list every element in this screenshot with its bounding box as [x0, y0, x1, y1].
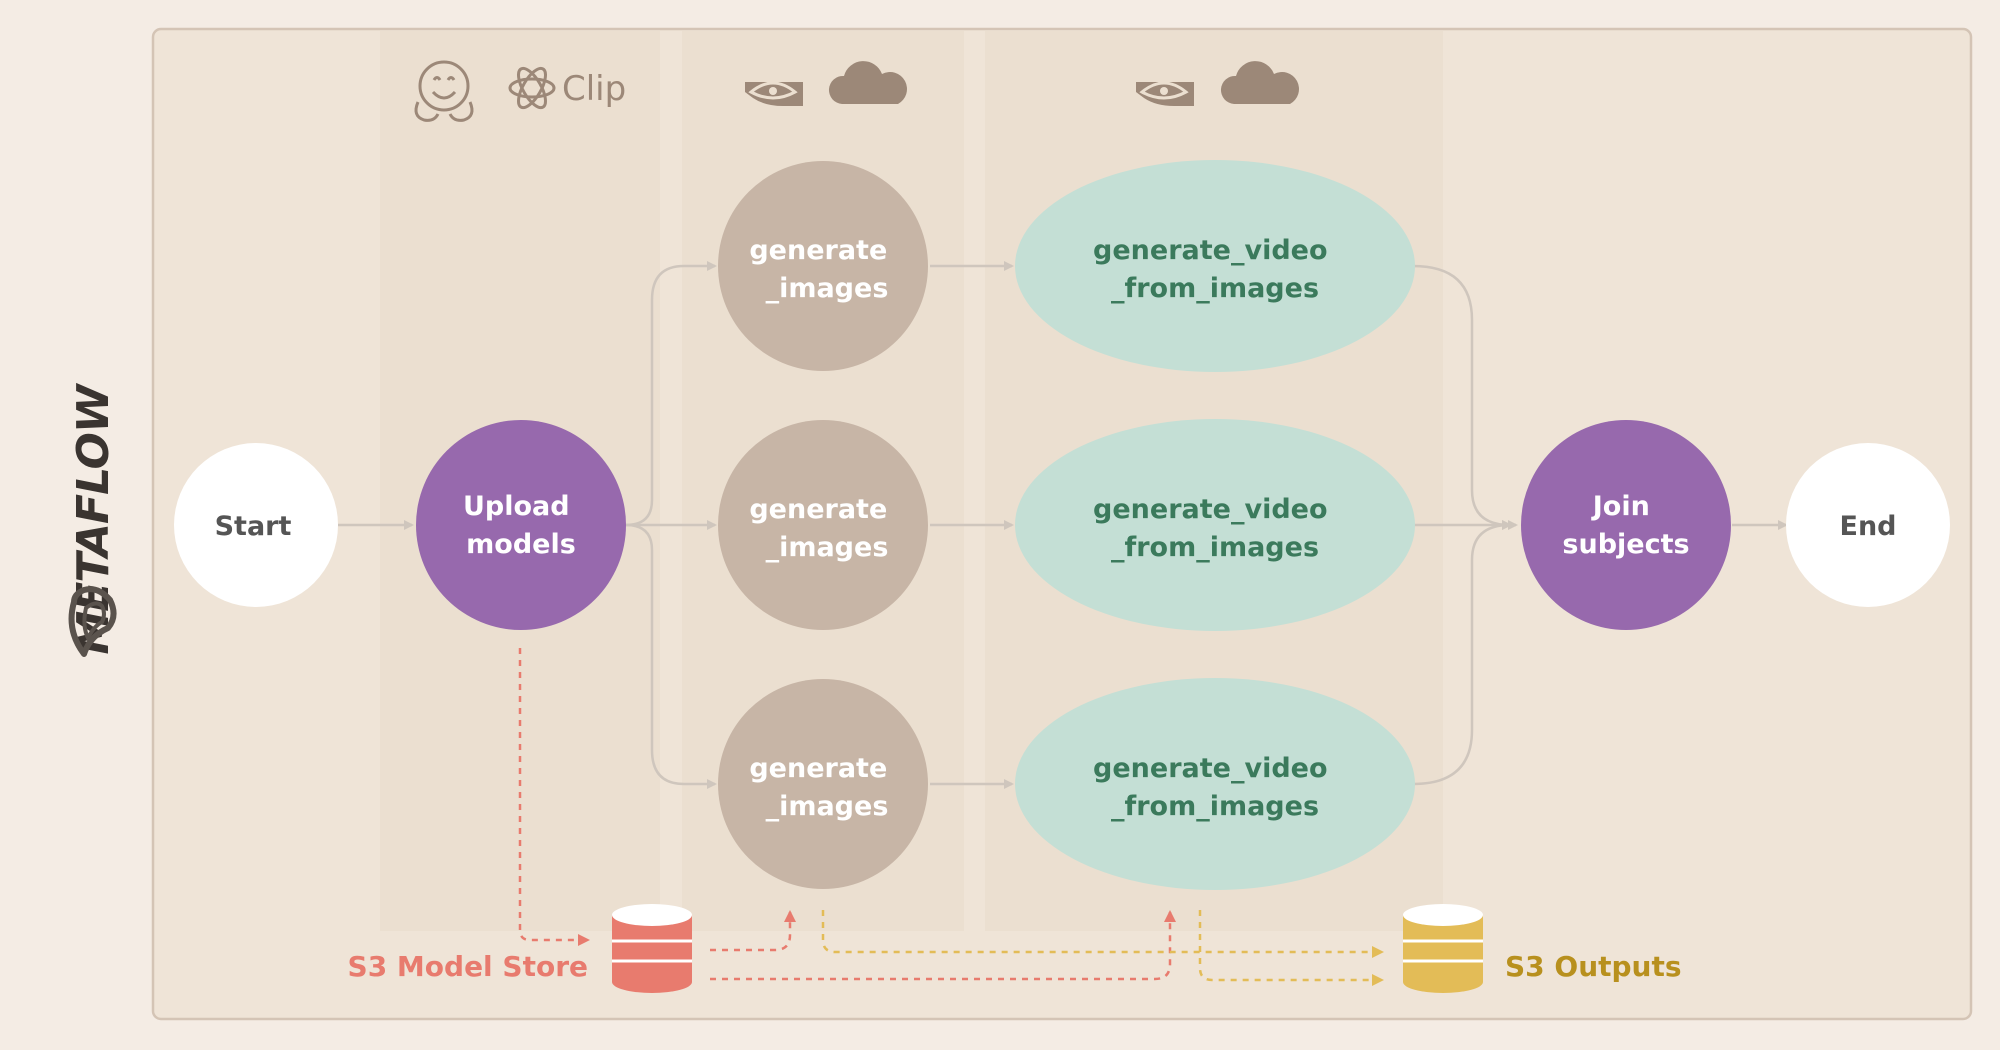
node-generate-images-2[interactable]: generate _images	[718, 420, 928, 630]
cloud-icon	[828, 61, 907, 104]
nvidia-icon	[745, 81, 803, 106]
node-generate-images-3[interactable]: generate _images	[718, 679, 928, 889]
node-join-label: Join subjects	[1562, 491, 1689, 560]
s3-outputs-label: S3 Outputs	[1505, 950, 1682, 983]
edge-upload-images-3	[625, 523, 717, 789]
flow-upload-to-model-store	[518, 648, 590, 946]
s3-outputs[interactable]	[1403, 904, 1483, 993]
nvidia-icon-2	[1136, 81, 1194, 106]
node-generate-video-1-label: generate_video _from_images	[1093, 235, 1337, 304]
flow-video-to-outputs	[1198, 910, 1384, 986]
edges	[338, 261, 1788, 789]
node-upload-models[interactable]: Upload models	[416, 420, 626, 630]
flow-model-store-to-video	[710, 910, 1176, 981]
node-start-label: Start	[215, 511, 292, 542]
node-generate-video-3[interactable]: generate_video _from_images	[1015, 678, 1415, 890]
data-flows	[518, 648, 1384, 986]
node-end-label: End	[1840, 511, 1897, 542]
node-generate-images-1[interactable]: generate _images	[718, 161, 928, 371]
node-generate-images-1-label: generate _images	[749, 235, 896, 304]
edge-upload-images-1	[625, 261, 717, 527]
node-join-subjects[interactable]: Join subjects	[1521, 420, 1731, 630]
cloud-icon-2	[1220, 61, 1299, 104]
node-generate-images-3-label: generate _images	[749, 753, 896, 822]
flow-model-store-to-images	[710, 910, 796, 952]
node-generate-images-2-label: generate _images	[749, 494, 896, 563]
node-generate-video-2-label: generate_video _from_images	[1093, 494, 1337, 563]
edge-video-join-3	[1412, 520, 1512, 786]
edge-video-join-1	[1412, 264, 1512, 530]
node-upload-line1: Upload	[463, 491, 570, 522]
node-generate-video-1[interactable]: generate_video _from_images	[1015, 160, 1415, 372]
clip-label: Clip	[562, 69, 626, 109]
node-upload-label: Upload models	[463, 491, 579, 560]
s3-model-store-label: S3 Model Store	[348, 950, 588, 983]
flow-images-to-outputs	[821, 910, 1384, 958]
s3-model-store[interactable]	[612, 904, 692, 993]
node-end[interactable]: End	[1786, 443, 1950, 607]
node-generate-video-3-label: generate_video _from_images	[1093, 753, 1337, 822]
node-start[interactable]: Start	[174, 443, 338, 607]
metaflow-icon	[68, 586, 117, 657]
node-generate-video-2[interactable]: generate_video _from_images	[1015, 419, 1415, 631]
huggingface-icon	[414, 60, 474, 122]
node-upload-line2: models	[466, 529, 576, 560]
